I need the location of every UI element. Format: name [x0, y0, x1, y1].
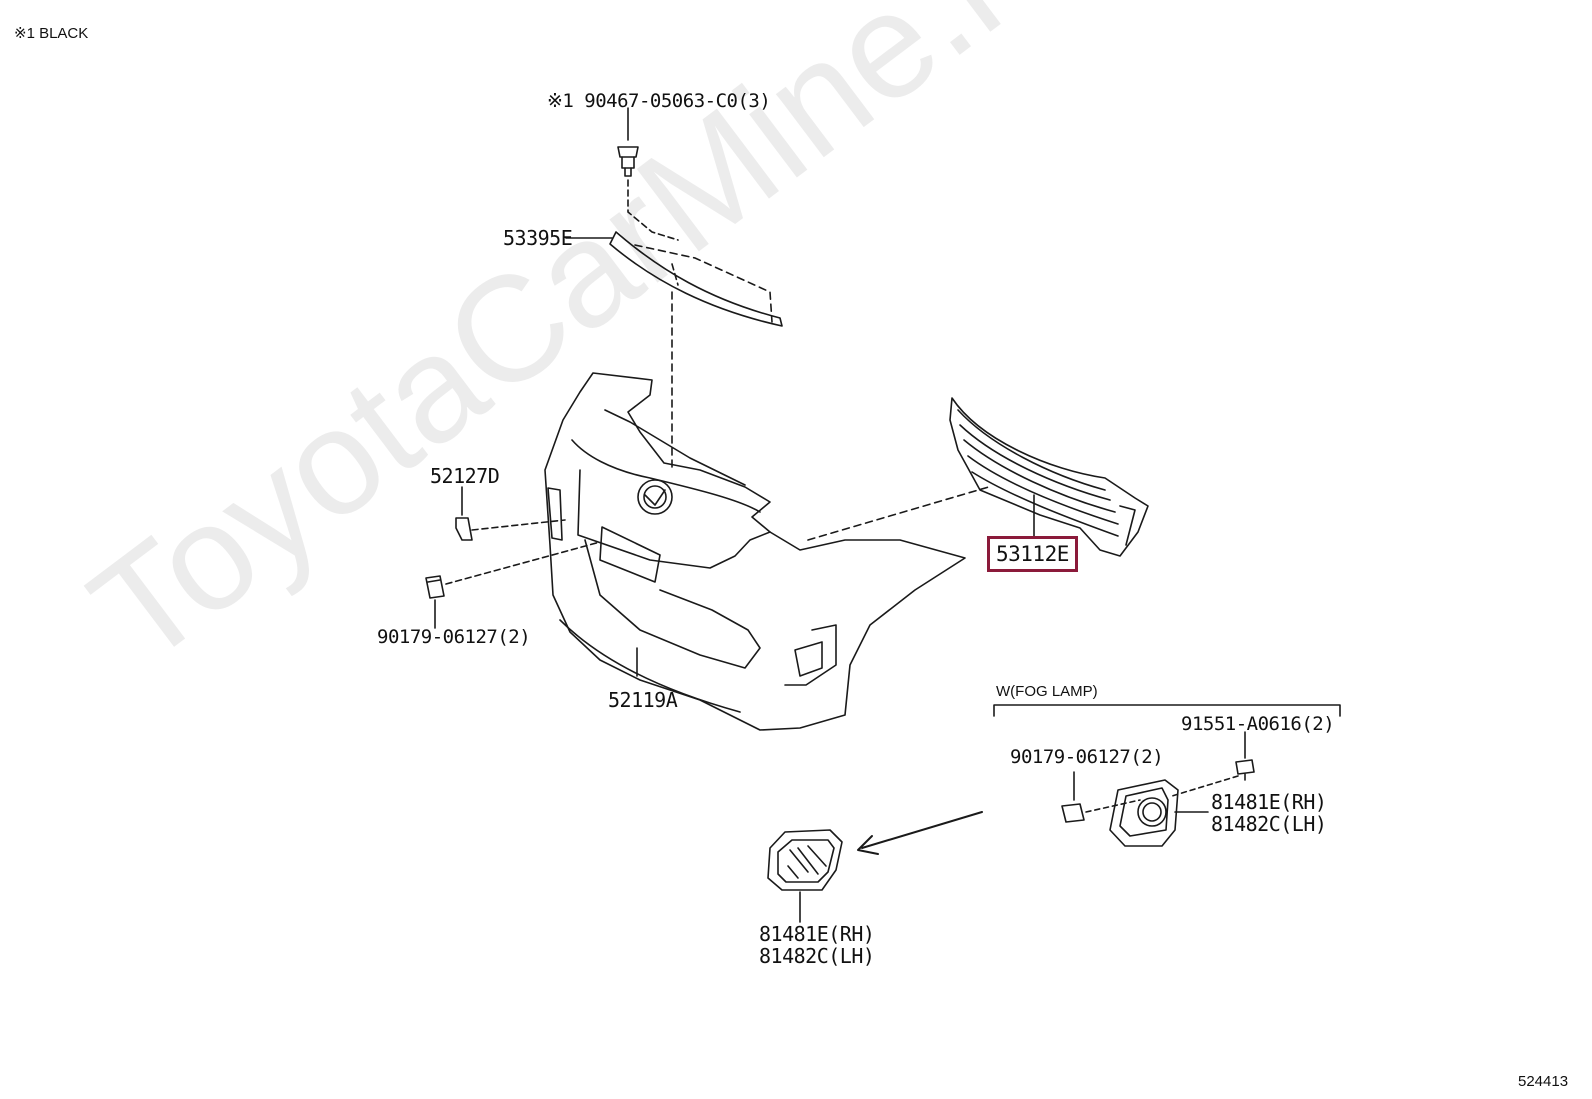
- bracket-dashed-leader: [471, 519, 566, 531]
- part-label-cover-rh[interactable]: 81481E(RH): [759, 922, 875, 946]
- fog-group-label: W(FOG LAMP): [996, 683, 1098, 700]
- fog-clip-dashed-leader: [1085, 799, 1141, 813]
- part-label-bumper-cover[interactable]: 52119A: [608, 688, 678, 712]
- bumper-cover-52119a-shape: [544, 372, 966, 731]
- part-label-fog-cover-rh[interactable]: 81481E(RH): [1211, 790, 1327, 814]
- cover-no-fog-shape: [767, 829, 843, 923]
- legend-note: ※1 BLACK: [14, 25, 89, 42]
- part-label-moulding[interactable]: 53395E: [503, 226, 573, 250]
- part-label-clip-left[interactable]: 90179-06127(2): [377, 626, 531, 648]
- part-label-fog-cover-lh[interactable]: 81482C(LH): [1211, 812, 1327, 836]
- bolt-dashed-leader: [627, 179, 679, 241]
- part-label-fog-screw[interactable]: 91551-A0616(2): [1181, 713, 1335, 735]
- arrow-head-icon: [857, 835, 879, 855]
- clip-left-icon: [425, 575, 445, 629]
- fog-clip-icon: [1061, 771, 1085, 823]
- image-id-label: 524413: [1518, 1073, 1569, 1090]
- grille-53112e-shape: [949, 397, 1149, 557]
- grille-dashed-leader: [807, 485, 993, 541]
- part-label-grille-highlighted[interactable]: 53112E: [987, 536, 1078, 572]
- fog-lamp-cover-shape: [1109, 779, 1209, 847]
- part-label-bolt-top[interactable]: ※1 90467-05063-C0(3): [547, 90, 771, 112]
- clip-left-dashed-leader: [445, 541, 601, 585]
- part-label-bracket[interactable]: 52127D: [430, 464, 500, 488]
- part-label-cover-lh[interactable]: 81482C(LH): [759, 944, 875, 968]
- part-label-fog-clip[interactable]: 90179-06127(2): [1010, 746, 1164, 768]
- moulding-53395e-shape: [565, 231, 783, 327]
- arrow-icon: [861, 811, 983, 849]
- bracket-52127d-icon: [455, 486, 473, 541]
- fog-screw-icon: [1235, 731, 1255, 781]
- fog-group-bracket-line: [993, 704, 1341, 717]
- fog-screw-dashed-leader: [1171, 775, 1239, 797]
- bolt-top-icon: [617, 107, 639, 177]
